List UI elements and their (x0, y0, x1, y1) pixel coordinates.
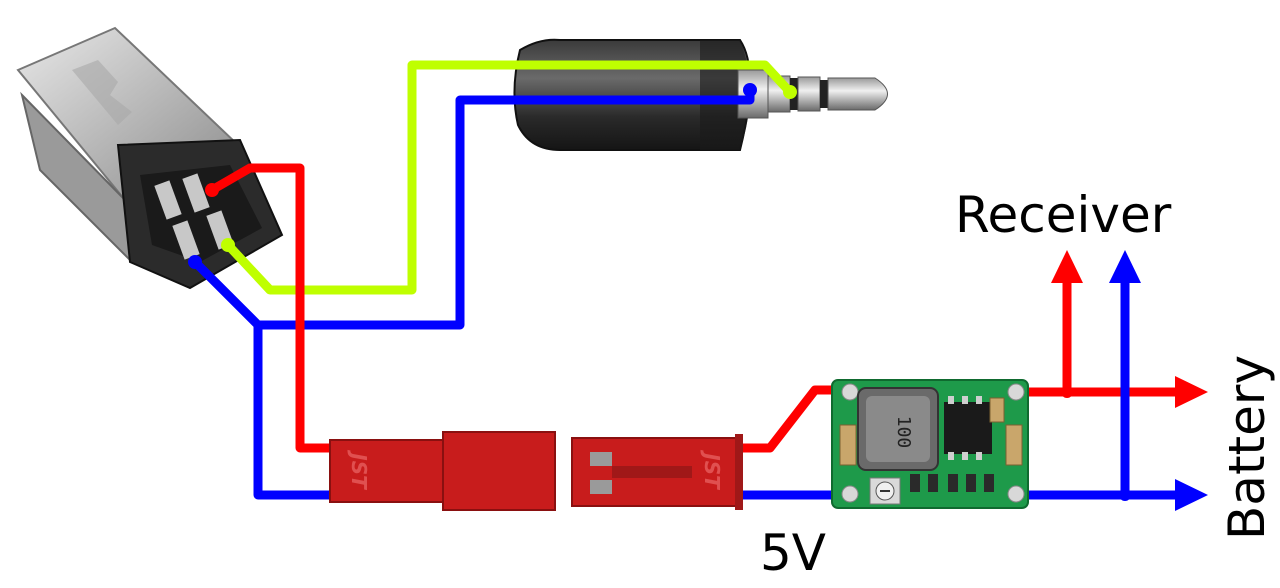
arrow-blue-up (1109, 250, 1141, 283)
green-wire (223, 60, 795, 295)
audio-jack-plug (513, 38, 888, 151)
arrow-blue-right (1175, 479, 1208, 511)
jst-connector-left: JST (329, 431, 556, 511)
blue-wire-audio (190, 85, 755, 330)
mini-usb-plug (16, 26, 284, 290)
blue-wire-usb (253, 320, 340, 500)
voltage-label: 5V (760, 524, 827, 582)
battery-label: Battery (1218, 354, 1276, 540)
receiver-label: Receiver (955, 186, 1172, 244)
arrow-red-right (1175, 376, 1208, 408)
arrow-red-up (1051, 250, 1083, 283)
jst-right-label: JST (700, 449, 724, 490)
wire-dots (188, 83, 1131, 501)
jst-left-label: JST (347, 449, 371, 490)
jst-connector-right: JST (571, 434, 743, 510)
inductor-marking: 100 (893, 416, 914, 449)
red-wire-usb (207, 163, 340, 453)
buck-converter-board: 100 (831, 379, 1029, 509)
arrows (1051, 250, 1208, 511)
